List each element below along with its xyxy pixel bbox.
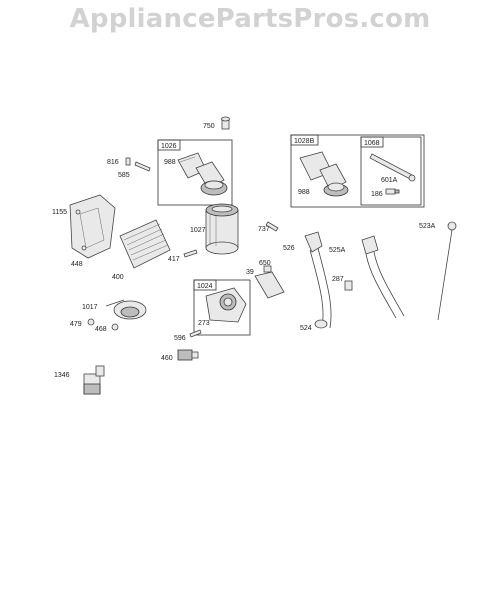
part-400-oil-cooler[interactable] — [119, 219, 171, 269]
callout-186: 186 — [371, 191, 383, 198]
callout-1017: 1017 — [82, 304, 98, 311]
callout-1346: 1346 — [54, 372, 70, 379]
callout-988-right: 988 — [298, 189, 310, 196]
part-988-adapter-right[interactable] — [299, 151, 349, 197]
callout-816: 816 — [107, 159, 119, 166]
part-585-bolt[interactable] — [134, 161, 151, 172]
part-523a-dipstick[interactable] — [437, 221, 457, 321]
callout-596: 596 — [174, 335, 186, 342]
part-988-adapter-left[interactable] — [177, 152, 228, 196]
kit-box-1068 — [360, 136, 422, 206]
callout-39: 39 — [246, 269, 254, 276]
callout-1024: 1024 — [197, 283, 213, 290]
watermark: AppliancePartsPros.com — [69, 4, 431, 34]
callout-750: 750 — [203, 123, 215, 130]
part-601a-clamp-tube[interactable] — [369, 153, 416, 182]
callout-1155: 1155 — [52, 209, 67, 216]
part-287-fitting[interactable] — [344, 280, 353, 291]
callout-525a: 525A — [329, 247, 346, 254]
callout-1068: 1068 — [364, 140, 380, 147]
part-39-gasket[interactable] — [254, 271, 285, 299]
part-417-bolt[interactable] — [183, 249, 198, 258]
kit-box-1024 — [193, 279, 251, 336]
part-468-oring[interactable] — [111, 323, 119, 331]
callout-448: 448 — [71, 261, 83, 268]
callout-468: 468 — [95, 326, 107, 333]
part-526-oil-fill-tube[interactable] — [304, 231, 332, 329]
part-525a-dipstick-tube[interactable] — [361, 235, 405, 319]
part-1017-oil-pickup[interactable] — [105, 299, 147, 320]
kit-box-1026 — [157, 139, 233, 206]
part-186-fitting[interactable] — [385, 188, 400, 195]
callout-526: 526 — [283, 245, 295, 252]
kit-label-box-1024 — [193, 279, 217, 291]
callout-1027: 1027 — [190, 227, 206, 234]
callout-417: 417 — [168, 256, 180, 263]
part-460-sensor[interactable] — [177, 349, 199, 361]
callout-585: 585 — [118, 172, 130, 179]
kit-box-1028b — [290, 134, 425, 208]
callout-287: 287 — [332, 276, 344, 283]
callout-400: 400 — [112, 274, 124, 281]
callout-601a: 601A — [381, 177, 398, 184]
callout-524: 524 — [300, 325, 312, 332]
part-448-bracket[interactable] — [69, 194, 116, 259]
part-479-washer[interactable] — [87, 318, 95, 326]
part-524-cap[interactable] — [314, 319, 328, 329]
callout-523a: 523A — [419, 223, 436, 230]
callout-479: 479 — [70, 321, 82, 328]
callout-1028b: 1028B — [294, 138, 315, 145]
part-1346-drain-valve[interactable] — [83, 365, 105, 395]
part-596-bolt[interactable] — [189, 329, 202, 338]
part-750[interactable] — [221, 116, 230, 130]
part-650-plug[interactable] — [263, 265, 272, 273]
callout-650: 650 — [259, 260, 271, 267]
callout-460: 460 — [161, 355, 173, 362]
callout-273: 273 — [198, 320, 210, 327]
part-737-bolt[interactable] — [265, 221, 279, 232]
callout-1026: 1026 — [161, 143, 177, 150]
callout-737: 737 — [258, 226, 270, 233]
part-816-bolt[interactable] — [125, 157, 131, 166]
callout-988-left: 988 — [164, 159, 176, 166]
kit-label-box-1026 — [157, 139, 181, 151]
part-1027-oil-filter[interactable] — [205, 203, 239, 255]
kit-label-box-1068 — [360, 136, 384, 148]
kit-label-box-1028b — [290, 134, 319, 146]
part-1024-oil-pump[interactable] — [205, 287, 247, 323]
